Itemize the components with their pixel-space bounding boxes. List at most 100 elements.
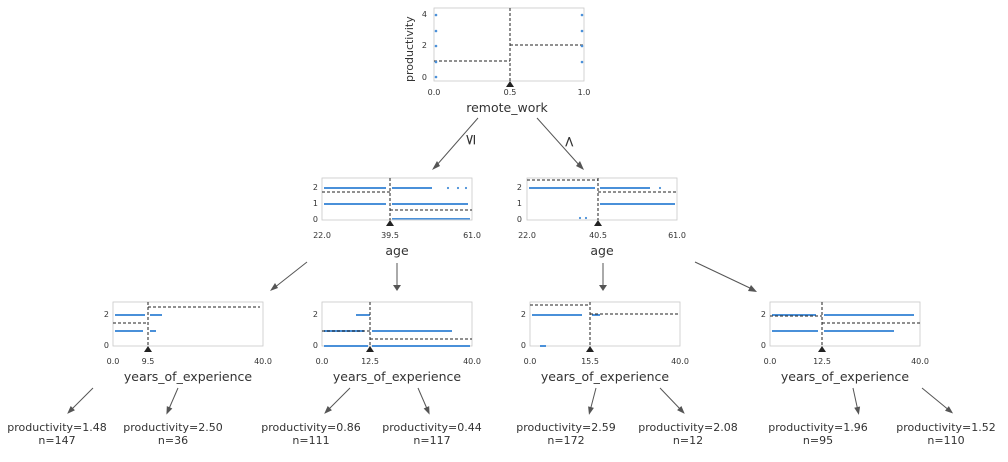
age-right-feature-label: age xyxy=(590,243,614,258)
age-left-points xyxy=(324,186,470,220)
leaf-count: n=111 xyxy=(292,434,329,447)
split-node-1-feature-label: years_of_experience xyxy=(124,369,253,384)
split-node-2-feature-label: years_of_experience xyxy=(333,369,462,384)
split-node-3-feature-label: years_of_experience xyxy=(541,369,670,384)
split-node-2-xtick-2: 40.0 xyxy=(463,357,481,366)
split-node-2-ytick-0: 0 xyxy=(313,341,318,350)
split-node-2-points-1 xyxy=(324,345,368,347)
leaf-count: n=147 xyxy=(38,434,75,447)
age-left-frame xyxy=(321,177,473,221)
split-node-1-ytick-2: 2 xyxy=(104,310,109,319)
age-right-points xyxy=(529,186,675,220)
edge-split-3-left-head xyxy=(588,406,594,415)
edge-split-3-right xyxy=(659,387,683,412)
edge-age-left-1-head xyxy=(270,283,278,291)
edge-split-2-left xyxy=(326,387,351,412)
age-right-split-marker xyxy=(594,220,602,226)
age-right-xtick-min: 22.0 xyxy=(518,231,536,240)
edge-split-2-left-head xyxy=(324,406,332,414)
edge-split-1-left-head xyxy=(67,406,75,414)
split-node-1-xtick-1: 9.5 xyxy=(142,357,155,366)
split-node-4-points-0 xyxy=(772,314,816,316)
split-node-3-ytick-2: 2 xyxy=(521,310,526,319)
age-right-ytick-1: 1 xyxy=(517,199,522,208)
edge-split-2-right-head xyxy=(423,406,430,415)
split-node-4-frame xyxy=(769,301,921,347)
split-node-4-feature-label: years_of_experience xyxy=(781,369,910,384)
split-node-1-split-marker xyxy=(144,346,152,352)
split-node-3-xtick-1: 15.5 xyxy=(581,357,599,366)
leaf-prediction: productivity=2.50 xyxy=(123,421,222,434)
split-node-2-split-marker xyxy=(366,346,374,352)
edge-split-1-left xyxy=(69,387,94,412)
leaf-prediction: productivity=0.44 xyxy=(382,421,481,434)
split-node-3-xtick-0: 0.0 xyxy=(524,357,537,366)
split-node-4-ytick-2: 2 xyxy=(761,310,766,319)
split-node-1-points-1 xyxy=(115,330,143,332)
leaf-count: n=36 xyxy=(158,434,188,447)
age-left-split-marker xyxy=(386,220,394,226)
split-node-3-points-0 xyxy=(532,314,582,316)
age-left-node: 2 1 0 22.0 39.5 61.0 age xyxy=(313,177,481,258)
root-y-label: productivity xyxy=(403,16,416,82)
leaf-prediction: productivity=2.08 xyxy=(638,421,737,434)
age-left-xtick-split: 39.5 xyxy=(381,231,399,240)
leaf-count: n=117 xyxy=(413,434,450,447)
split-node-2-points-2 xyxy=(372,330,452,332)
age-left-ytick-2: 2 xyxy=(313,183,318,192)
leaf-node-8: productivity=1.52n=110 xyxy=(896,421,995,447)
leaf-node-1: productivity=1.48n=147 xyxy=(7,421,106,447)
root-xtick-min: 0.0 xyxy=(428,88,441,97)
split-node-4-xtick-1: 12.5 xyxy=(813,357,831,366)
age-right-xtick-max: 61.0 xyxy=(668,231,686,240)
edge-root-left xyxy=(435,117,479,167)
edge-split-2-right xyxy=(417,387,429,412)
edge-split-1-right-head xyxy=(166,406,173,415)
root-ytick-4: 4 xyxy=(422,10,427,19)
root-split-marker xyxy=(506,81,514,87)
split-node-3-points-1 xyxy=(592,314,600,316)
leaf-node-3: productivity=0.86n=111 xyxy=(261,421,360,447)
leaf-prediction: productivity=1.96 xyxy=(768,421,867,434)
edge-age-right-1-head xyxy=(599,285,607,291)
edge-split-1-right xyxy=(167,387,179,412)
split-node-4-points-2 xyxy=(824,314,914,316)
split-node-2-points-3 xyxy=(372,345,470,347)
root-points xyxy=(434,13,584,79)
split-node-1-points-2 xyxy=(150,314,162,316)
age-right-ytick-2: 2 xyxy=(517,183,522,192)
split-node-3-split-marker xyxy=(586,346,594,352)
leaf-node-6: productivity=2.08n=12 xyxy=(638,421,737,447)
edge-split-4-right xyxy=(921,387,951,412)
split-node-1-xtick-0: 0.0 xyxy=(107,357,120,366)
root-feature-label: remote_work xyxy=(466,100,548,115)
split-node-4-points-1 xyxy=(772,330,818,332)
split-node-2-ytick-2: 2 xyxy=(313,310,318,319)
age-right-xtick-split: 40.5 xyxy=(589,231,607,240)
root-xtick-split: 0.5 xyxy=(504,88,517,97)
split-node-3-ytick-0: 0 xyxy=(521,341,526,350)
leaf-count: n=172 xyxy=(547,434,584,447)
split-node-2-points-4 xyxy=(356,314,370,316)
split-node-1-ytick-0: 0 xyxy=(104,341,109,350)
age-left-feature-label: age xyxy=(385,243,409,258)
leaf-node-4: productivity=0.44n=117 xyxy=(382,421,481,447)
leaf-count: n=110 xyxy=(927,434,964,447)
age-right-frame xyxy=(526,177,678,221)
edge-split-4-left-head xyxy=(854,406,861,415)
edge-root-left-head xyxy=(432,161,440,170)
age-right-ytick-0: 0 xyxy=(517,215,522,224)
age-left-xtick-min: 22.0 xyxy=(313,231,331,240)
split-node-1-xtick-2: 40.0 xyxy=(254,357,272,366)
leaf-node-2: productivity=2.50n=36 xyxy=(123,421,222,447)
split-node-4-split-marker xyxy=(818,346,826,352)
leaf-count: n=95 xyxy=(803,434,833,447)
edge-root-right xyxy=(536,117,581,167)
root-plot-frame xyxy=(433,7,585,82)
root-xtick-max: 1.0 xyxy=(578,88,591,97)
